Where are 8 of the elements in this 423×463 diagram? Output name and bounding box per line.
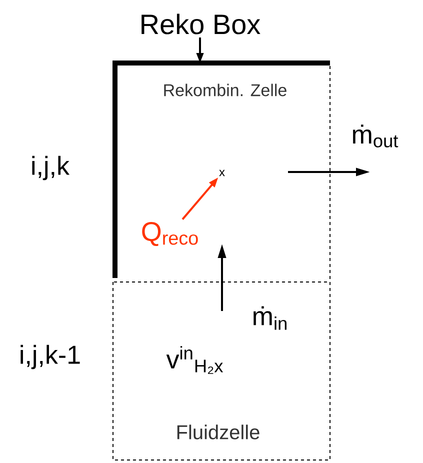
heat-label: Q$_{reco}$ [142,222,198,246]
point-mark: x [219,170,225,176]
grid-index: i,j,k-1 [20,344,80,370]
box-label: Reko Box [142,14,260,34]
grid-index: i,j,k [32,156,70,180]
mass-flow-label: ṁ$_{out}$ [353,124,398,148]
velocity-label: v$^{in}$H₂x [166,346,224,374]
mass-flow-label: ṁ$_{in}$ [254,306,286,330]
